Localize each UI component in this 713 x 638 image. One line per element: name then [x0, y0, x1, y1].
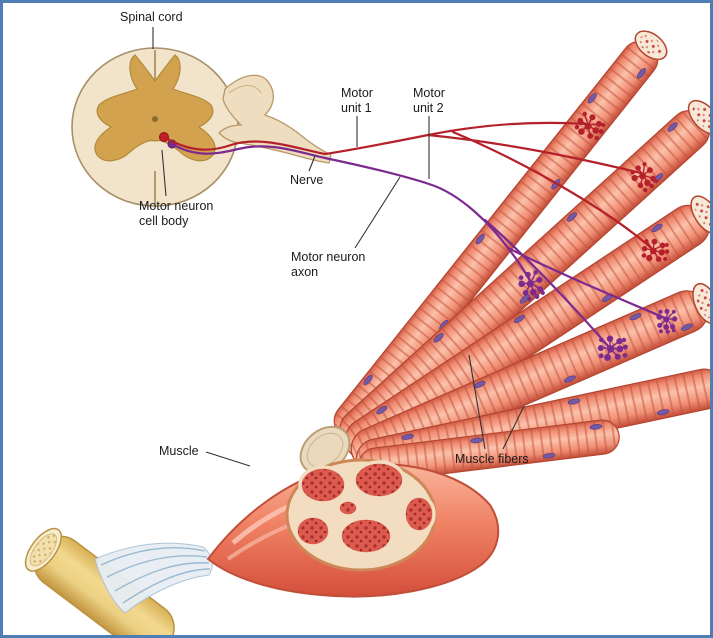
label-motor-unit-1: Motor unit 1: [341, 86, 373, 116]
label-motor-neuron-axon: Motor neuron axon: [291, 250, 365, 280]
label-cell-body-line1: Motor neuron: [139, 199, 214, 213]
leader-cell-body: [161, 149, 167, 197]
fascicle-speckles: [298, 464, 432, 552]
fiber-nuclei: [408, 313, 693, 451]
label-spinal-cord: Spinal cord: [120, 10, 183, 24]
leader-muscle-fibers-1: [468, 354, 486, 450]
gray-matter-butterfly: [94, 54, 216, 162]
muscle-illustration: [206, 458, 500, 598]
motor-unit-1-axon: [162, 121, 653, 250]
illustration-canvas: [24, 27, 710, 635]
bone-illustration: [24, 527, 175, 635]
label-axon-line1: Motor neuron: [291, 250, 366, 264]
label-muscle-fibers: Muscle fibers: [455, 452, 529, 466]
label-cell-body-line2: cell body: [139, 214, 189, 228]
motor-unit-2-axon: [170, 142, 667, 348]
leader-muscle-fibers-2: [502, 405, 525, 450]
label-muscle: Muscle: [159, 444, 199, 458]
label-nerve: Nerve: [290, 173, 324, 187]
leader-lines: [152, 27, 525, 467]
label-motor-unit-1-line2: unit 1: [341, 101, 372, 115]
label-motor-neuron-cell-body: Motor neuron cell body: [139, 199, 213, 229]
leader-muscle: [205, 451, 251, 467]
muscle-fiber: [358, 419, 620, 483]
label-motor-unit-1-line1: Motor: [341, 86, 373, 100]
leader-nerve: [308, 155, 316, 172]
muscle-fibers-illustration: [333, 30, 710, 483]
label-motor-unit-2: Motor unit 2: [413, 86, 445, 116]
label-motor-unit-2-line2: unit 2: [413, 101, 444, 115]
tendon-illustration: [94, 542, 213, 614]
leader-motor-neuron-axon: [354, 176, 401, 249]
muscle-fiber: [333, 30, 668, 440]
label-motor-unit-2-line1: Motor: [413, 86, 445, 100]
spinal-cord-illustration: [71, 47, 239, 207]
label-axon-line2: axon: [291, 265, 319, 279]
